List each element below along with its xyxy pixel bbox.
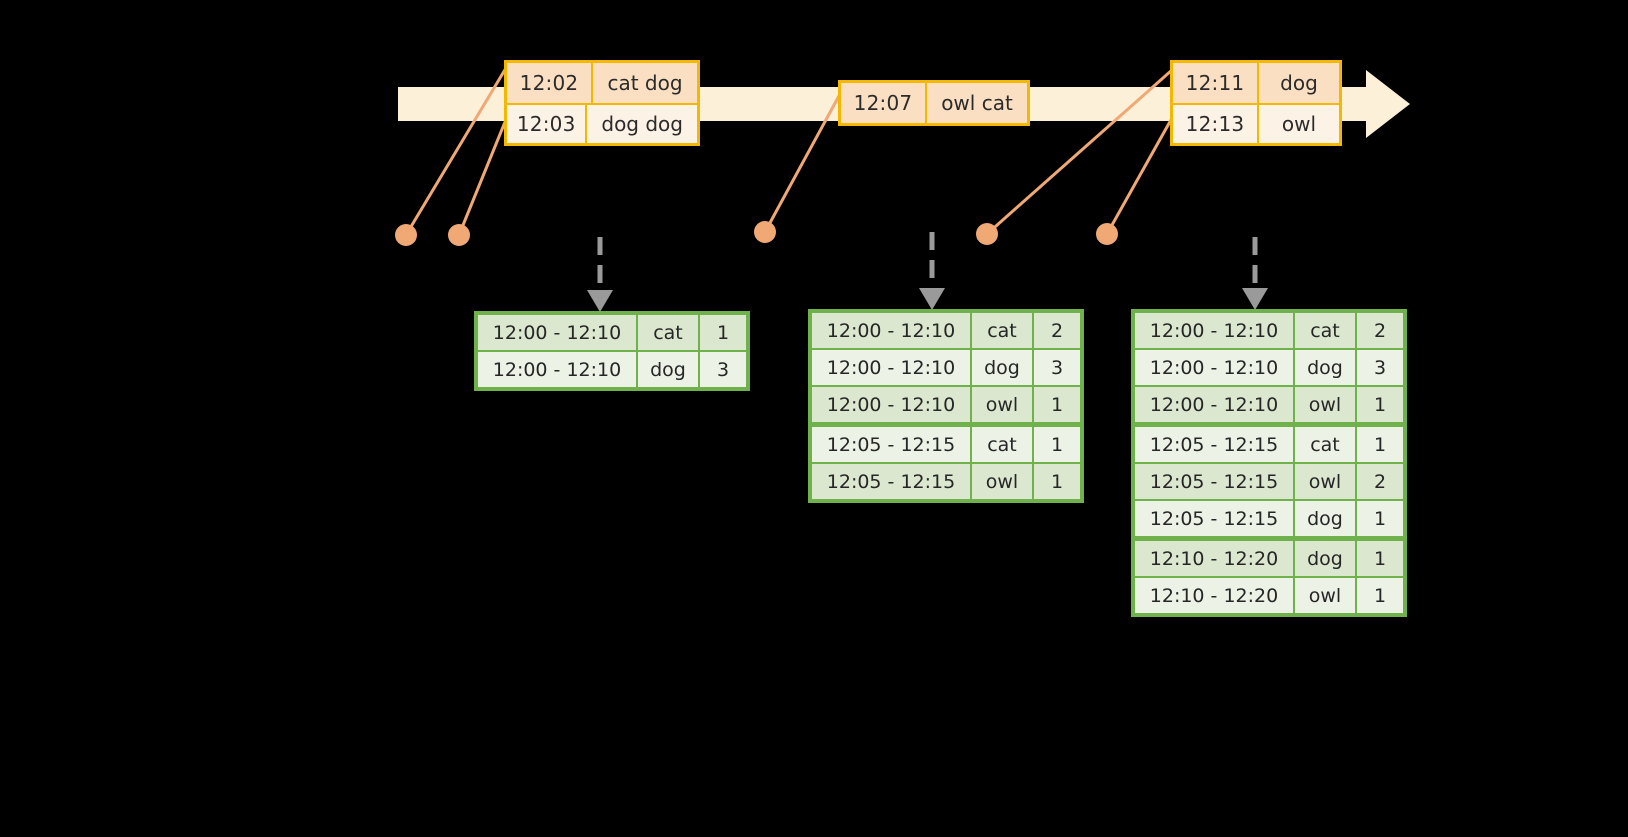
key-cell: owl (972, 387, 1032, 422)
timeline-event-group-3[interactable]: 12:11 dog 12:13 owl (1170, 60, 1342, 146)
count-cell: 3 (700, 352, 746, 387)
event-words: owl (1281, 112, 1317, 136)
timeline-event-row[interactable]: 12:13 owl (1173, 103, 1339, 143)
window-cell: 12:00 - 12:10 (1135, 313, 1293, 348)
timeline-event-group-2[interactable]: 12:07 owl cat (838, 80, 1030, 126)
count-cell: 1 (1357, 387, 1403, 422)
key-cell: cat (972, 427, 1032, 462)
event-time: 12:02 (507, 63, 593, 103)
window-cell: 12:00 - 12:10 (1135, 350, 1293, 385)
timeline-event-row[interactable]: 12:02 cat dog (507, 63, 697, 103)
window-cell: 12:00 - 12:10 (1135, 387, 1293, 422)
count-cell: 1 (1034, 427, 1080, 462)
connector-line-5 (1105, 117, 1174, 235)
window-cell: 12:05 - 12:15 (1135, 427, 1293, 462)
timeline-event-row[interactable]: 12:11 dog (1173, 63, 1339, 103)
timeline-event-row[interactable]: 12:03 dog dog (507, 103, 697, 143)
event-words: cat dog (607, 71, 683, 95)
dashed-arrow-3-head (1242, 288, 1268, 310)
key-cell: dog (1295, 501, 1355, 536)
key-cell: dog (972, 350, 1032, 385)
dashed-arrow-2-head (919, 288, 945, 310)
count-cell: 2 (1357, 313, 1403, 348)
count-cell: 1 (1357, 427, 1403, 462)
count-cell: 3 (1357, 350, 1403, 385)
key-cell: cat (972, 313, 1032, 348)
count-cell: 3 (1034, 350, 1080, 385)
count-cell: 1 (1357, 578, 1403, 613)
window-cell: 12:10 - 12:20 (1135, 578, 1293, 613)
timeline-arrow-head (1366, 70, 1410, 138)
count-cell: 2 (1357, 464, 1403, 499)
event-time: 12:13 (1173, 105, 1259, 143)
window-cell: 12:05 - 12:15 (1135, 501, 1293, 536)
count-cell: 1 (1034, 464, 1080, 499)
count-cell: 1 (1357, 501, 1403, 536)
window-cell: 12:10 - 12:20 (1135, 541, 1293, 576)
key-cell: cat (1295, 427, 1355, 462)
emission-dot-1[interactable] (395, 224, 417, 246)
window-cell: 12:05 - 12:15 (812, 427, 970, 462)
window-cell: 12:00 - 12:10 (812, 313, 970, 348)
event-words: owl cat (941, 91, 1013, 115)
emission-dot-3[interactable] (754, 221, 776, 243)
connector-line-2 (457, 121, 507, 236)
window-cell: 12:00 - 12:10 (812, 350, 970, 385)
connector-line-1 (404, 67, 508, 236)
key-cell: owl (1295, 578, 1355, 613)
key-cell: dog (638, 352, 698, 387)
event-time: 12:07 (841, 83, 927, 123)
timeline-event-row[interactable]: 12:07 owl cat (841, 83, 1027, 123)
key-cell: cat (1295, 313, 1355, 348)
event-time: 12:03 (507, 105, 588, 143)
event-words: dog dog (601, 112, 683, 136)
dashed-arrow-1-head (587, 290, 613, 312)
window-cell: 12:00 - 12:10 (478, 315, 636, 350)
count-cell: 1 (1357, 541, 1403, 576)
count-cell: 2 (1034, 313, 1080, 348)
event-words: dog (1280, 71, 1318, 95)
window-cell: 12:05 - 12:15 (1135, 464, 1293, 499)
window-cell: 12:00 - 12:10 (812, 387, 970, 422)
key-cell: owl (1295, 387, 1355, 422)
emission-dot-5[interactable] (1096, 223, 1118, 245)
count-cell: 1 (700, 315, 746, 350)
key-cell: dog (1295, 541, 1355, 576)
key-cell: owl (972, 464, 1032, 499)
key-cell: owl (1295, 464, 1355, 499)
window-cell: 12:00 - 12:10 (478, 352, 636, 387)
timeline-event-group-1[interactable]: 12:02 cat dog 12:03 dog dog (504, 60, 700, 146)
event-time: 12:11 (1173, 63, 1259, 103)
key-cell: cat (638, 315, 698, 350)
emission-dot-4[interactable] (976, 223, 998, 245)
connector-line-3 (763, 93, 842, 233)
emission-dot-2[interactable] (448, 224, 470, 246)
window-cell: 12:05 - 12:15 (812, 464, 970, 499)
count-cell: 1 (1034, 387, 1080, 422)
key-cell: dog (1295, 350, 1355, 385)
